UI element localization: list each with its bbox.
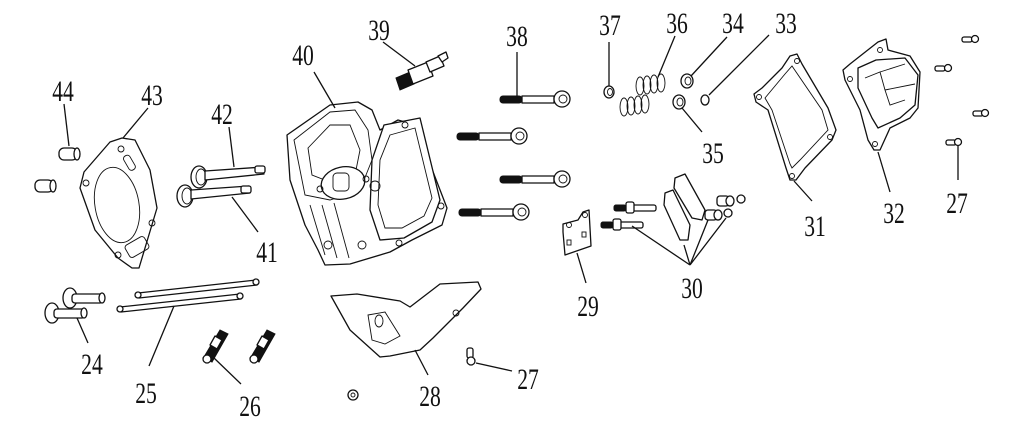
part-24-valve-guides bbox=[44, 287, 106, 344]
part-31-head-cover-gasket bbox=[753, 53, 837, 202]
part-25-push-rods bbox=[116, 278, 260, 367]
flange-bolt bbox=[934, 63, 953, 73]
label-40: 40 bbox=[292, 39, 314, 72]
label-39: 39 bbox=[368, 14, 390, 47]
label-29: 29 bbox=[577, 290, 599, 323]
label-30: 30 bbox=[681, 272, 703, 305]
part-34-spring-retainer bbox=[680, 36, 728, 89]
head-bolt bbox=[499, 90, 571, 108]
part-43-head-gasket bbox=[79, 107, 158, 269]
part-26-stud-bolts bbox=[202, 329, 276, 385]
part-28-cover-plate bbox=[330, 281, 482, 376]
label-31: 31 bbox=[804, 210, 826, 243]
flange-bolt bbox=[961, 34, 980, 44]
label-24: 24 bbox=[81, 348, 103, 381]
label-43: 43 bbox=[141, 79, 163, 112]
flange-bolt bbox=[945, 137, 963, 147]
label-38: 38 bbox=[506, 20, 528, 53]
part-32-head-cover bbox=[842, 38, 921, 193]
label-36: 36 bbox=[666, 7, 688, 40]
head-bolt bbox=[456, 127, 528, 145]
label-35: 35 bbox=[702, 137, 724, 170]
label-27-top: 27 bbox=[946, 187, 968, 220]
label-33: 33 bbox=[775, 7, 797, 40]
part-37-valve-stem-seal bbox=[603, 42, 615, 99]
part-38-head-bolts bbox=[456, 52, 571, 221]
flange-bolt bbox=[972, 108, 990, 118]
label-27-bottom: 27 bbox=[517, 363, 539, 396]
label-44: 44 bbox=[52, 75, 74, 108]
label-28: 28 bbox=[419, 380, 441, 413]
label-41: 41 bbox=[256, 236, 278, 269]
label-32: 32 bbox=[883, 197, 905, 230]
label-37: 37 bbox=[599, 9, 621, 42]
part-36-valve-springs bbox=[619, 35, 676, 117]
part-44-dowel-pins bbox=[34, 103, 81, 193]
part-41-exhaust-valve bbox=[176, 184, 259, 233]
label-34: 34 bbox=[722, 7, 744, 40]
label-42: 42 bbox=[211, 98, 233, 131]
part-40-cylinder-head bbox=[286, 71, 448, 266]
part-35-spring-retainer bbox=[672, 94, 703, 133]
head-bolt bbox=[499, 170, 571, 188]
part-27-flange-bolts bbox=[934, 34, 990, 180]
part-27-flange-bolt-bottom bbox=[466, 347, 513, 372]
part-42-intake-valve bbox=[190, 126, 266, 189]
label-25: 25 bbox=[135, 377, 157, 410]
part-30-rocker-arms bbox=[600, 173, 746, 266]
part-33-valve-cap bbox=[700, 34, 770, 106]
flange-bolt-small bbox=[347, 389, 359, 401]
label-26: 26 bbox=[239, 390, 261, 423]
head-bolt bbox=[458, 203, 530, 221]
part-29-guide-plate bbox=[562, 209, 592, 284]
part-39-spark-plug bbox=[382, 41, 449, 91]
